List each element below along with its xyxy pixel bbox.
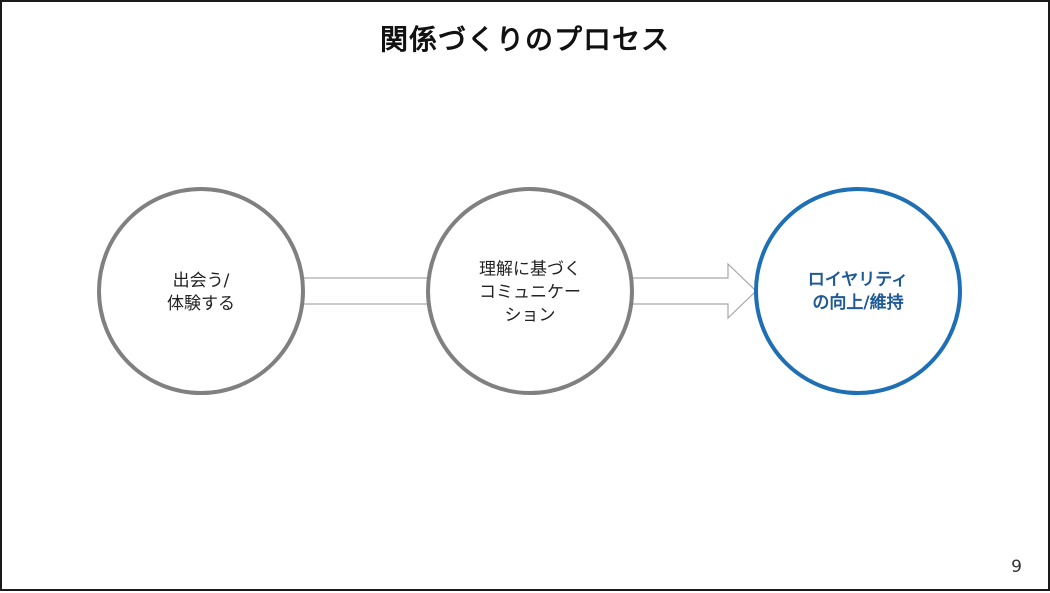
node-label-line: 体験する	[167, 294, 235, 314]
node-label-encounter: 出会う/ 体験する	[111, 270, 291, 316]
node-label-communication: 理解に基づく コミュニケー ション	[440, 259, 620, 328]
node-label-line: ション	[504, 305, 556, 326]
node-label-line: 理解に基づく	[479, 259, 581, 280]
slide-title: 関係づくりのプロセス	[379, 23, 670, 56]
node-circle-communication	[426, 187, 634, 395]
node-circle-loyalty	[754, 187, 962, 395]
node-circle-encounter	[97, 187, 305, 395]
page-number: 9	[1011, 557, 1022, 577]
node-label-line: 出会う/	[172, 271, 230, 291]
node-label-line: の向上/維持	[812, 293, 904, 313]
connector-band	[301, 277, 429, 305]
node-label-line: コミュニケー	[479, 282, 581, 303]
process-arrow	[631, 262, 757, 320]
node-label-line: ロイヤリティ	[807, 270, 909, 290]
node-label-loyalty: ロイヤリティ の向上/維持	[768, 269, 948, 315]
